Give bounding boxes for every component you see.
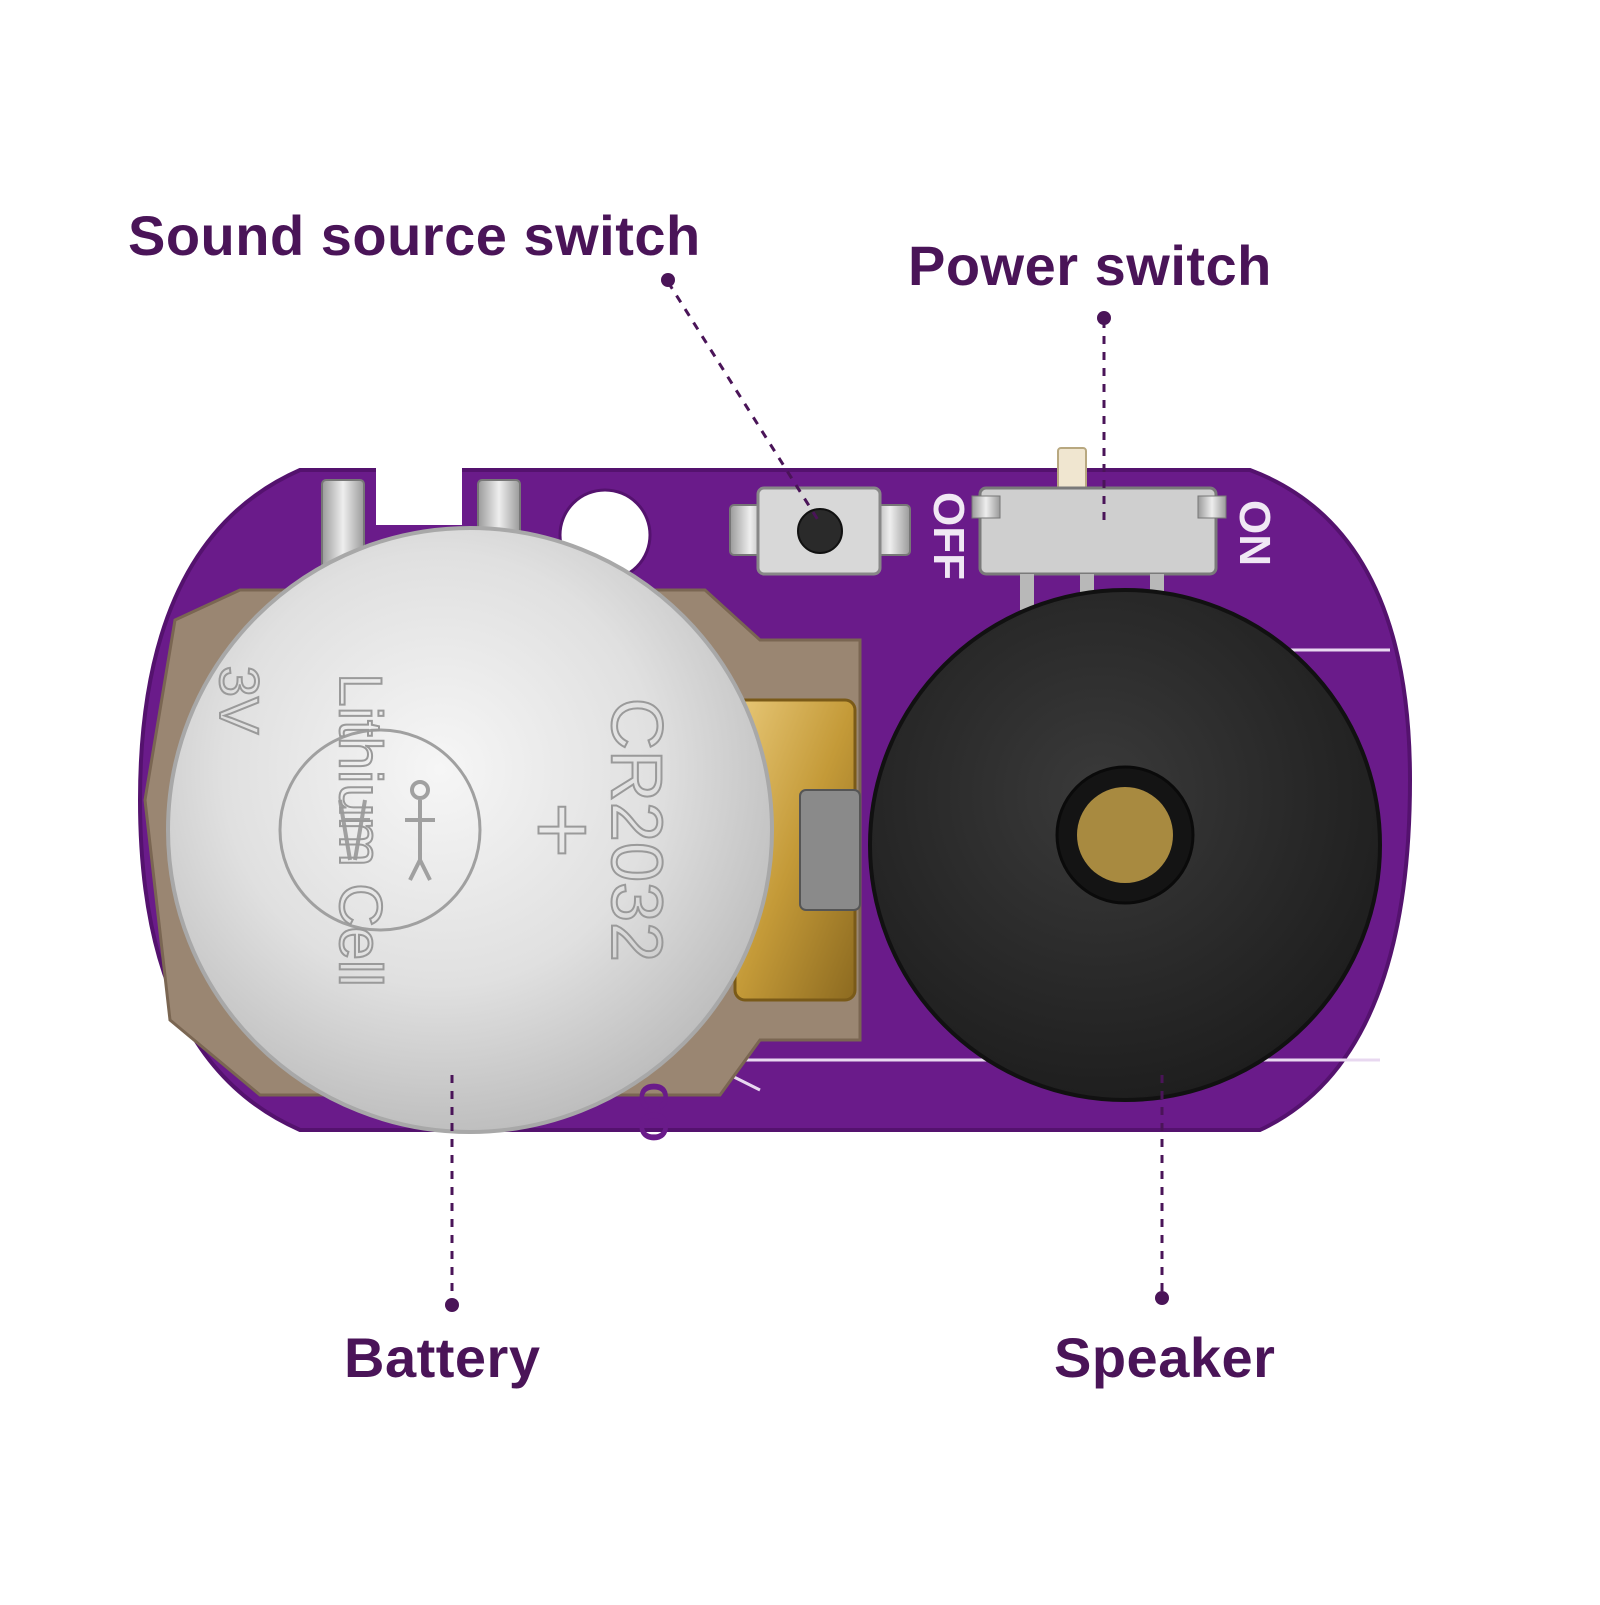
- slide-switch-actuator[interactable]: [1057, 447, 1087, 491]
- slide-switch-body[interactable]: [978, 486, 1218, 576]
- power-switch-dot: [1097, 311, 1111, 325]
- speaker-dot: [1155, 1291, 1169, 1305]
- battery-model-text: CR2032: [596, 698, 676, 962]
- board-notch: [376, 455, 462, 525]
- leader-dots: [445, 273, 1169, 1312]
- battery-logo-figure: [338, 780, 435, 881]
- battery-dot: [445, 1298, 459, 1312]
- switch-off-label: OFF: [924, 492, 973, 580]
- battery-polarity-text: +: [509, 802, 616, 858]
- coin-cell-battery: [166, 526, 774, 1134]
- tactile-switch-button[interactable]: [797, 508, 843, 554]
- sound-switch-dot: [661, 273, 675, 287]
- contact-spring: [799, 789, 861, 911]
- slide-switch-tab: [971, 495, 1001, 519]
- switch-on-label: ON: [1230, 500, 1279, 566]
- speaker-label: Speaker: [1054, 1326, 1276, 1389]
- leader-lines: [450, 281, 1164, 1305]
- battery-label: Battery: [344, 1326, 541, 1389]
- board-edge-text: CO: [631, 1082, 675, 1142]
- sound-source-switch-label: Sound source switch: [128, 204, 701, 267]
- power-switch-label: Power switch: [908, 234, 1272, 297]
- battery-type-text: Lithium Cell: [327, 673, 394, 986]
- speaker-port: [1077, 787, 1173, 883]
- slide-switch-tab: [1197, 495, 1227, 519]
- battery-logo: [278, 728, 482, 932]
- slide-switch-pin: [1020, 574, 1034, 610]
- battery-voltage-text: 3V: [208, 666, 271, 735]
